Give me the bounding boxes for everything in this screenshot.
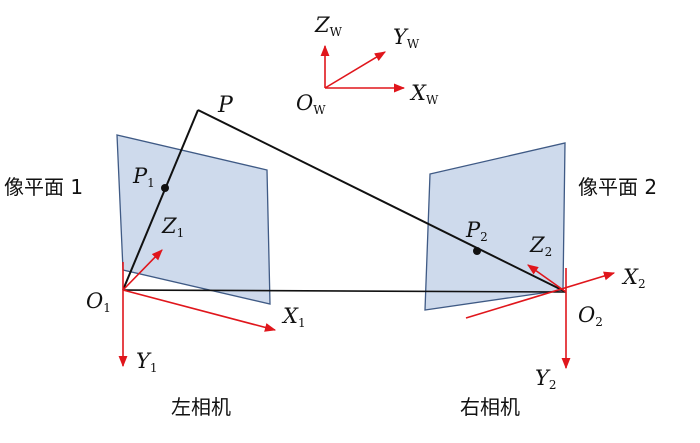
label-y1: Y1 bbox=[136, 349, 158, 375]
label-yw: YW bbox=[393, 25, 420, 51]
right-x-axis bbox=[465, 271, 616, 319]
label-z2: Z2 bbox=[529, 233, 552, 259]
label-left-camera: 左相机 bbox=[171, 395, 231, 419]
world-y-axis bbox=[324, 51, 386, 89]
point-p2 bbox=[473, 247, 481, 255]
image-plane-2 bbox=[424, 142, 566, 311]
right-z-axis bbox=[527, 264, 567, 293]
image-plane-1 bbox=[116, 134, 271, 305]
label-image-plane-1: 像平面 1 bbox=[4, 175, 83, 199]
left-camera-frame bbox=[118, 249, 277, 368]
label-xw: XW bbox=[409, 81, 439, 107]
ray-p-to-o2 bbox=[197, 109, 567, 293]
label-p2: P2 bbox=[465, 218, 488, 244]
point-p1 bbox=[161, 184, 169, 192]
label-o1: O1 bbox=[86, 289, 111, 315]
label-right-camera: 右相机 bbox=[460, 395, 520, 419]
ray-o1-to-p bbox=[122, 109, 199, 291]
left-z-axis bbox=[122, 249, 163, 291]
label-z1: Z1 bbox=[161, 214, 184, 240]
label-p1: P1 bbox=[132, 164, 155, 190]
baseline bbox=[122, 289, 567, 293]
label-x2: X2 bbox=[621, 265, 646, 291]
label-o2: O2 bbox=[578, 303, 603, 329]
label-ow: OW bbox=[296, 91, 326, 117]
left-x-axis bbox=[122, 289, 277, 332]
label-y2: Y2 bbox=[535, 366, 557, 392]
world-frame: ZW YW XW OW bbox=[296, 13, 439, 117]
right-camera-frame bbox=[465, 264, 616, 370]
label-p: P bbox=[217, 93, 234, 118]
label-image-plane-2: 像平面 2 bbox=[578, 175, 657, 199]
label-zw: ZW bbox=[314, 13, 343, 39]
projection-rays bbox=[122, 109, 567, 293]
label-x1: X1 bbox=[281, 304, 306, 330]
